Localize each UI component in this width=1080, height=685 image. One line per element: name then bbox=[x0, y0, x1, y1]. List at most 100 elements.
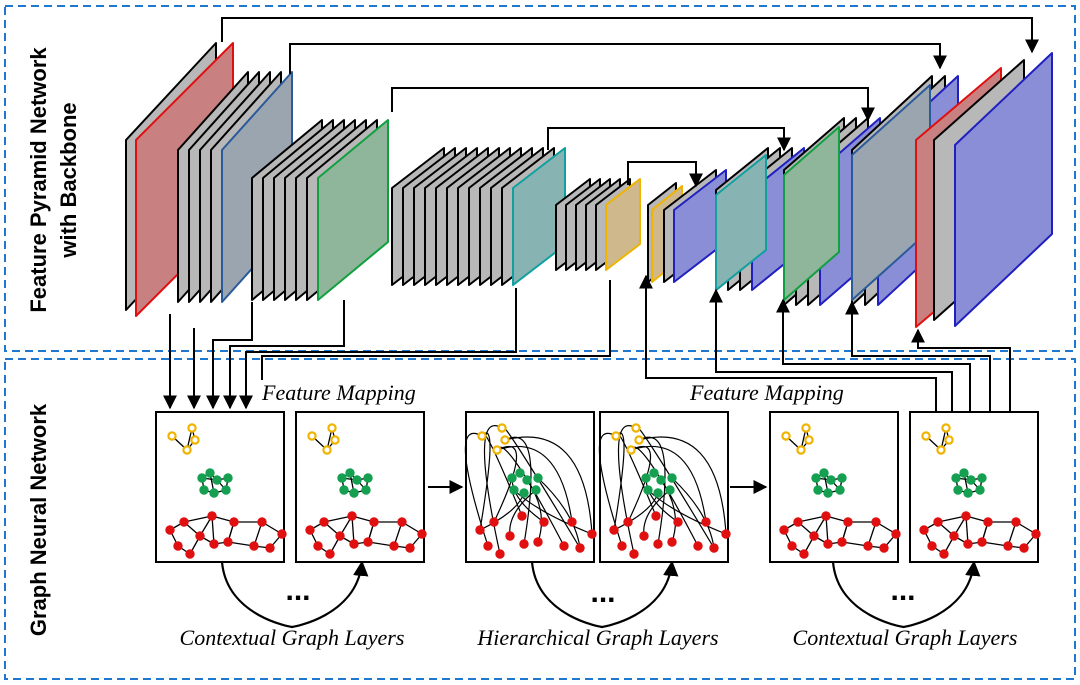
graph-panel-hierarchical-2-yellow-node-3 bbox=[634, 435, 644, 445]
graph-panels bbox=[155, 411, 1041, 563]
mapping-arrow-3 bbox=[206, 302, 253, 410]
graph-panel-contextual-3-red-node-10 bbox=[823, 539, 833, 549]
graph-panel-hierarchical-2-hier-link-5 bbox=[638, 436, 666, 545]
graph-panel-contextual-1-yellow-node-4 bbox=[187, 423, 197, 433]
graph-panel-hierarchical-1-red-node-7 bbox=[575, 543, 585, 553]
graph-panel-hierarchical-1-red-node-13 bbox=[495, 549, 505, 559]
graph-panel-contextual-2-red-node-11 bbox=[335, 531, 345, 541]
connection-arrows bbox=[163, 17, 1039, 629]
graph-panel-contextual-3-red-node-8 bbox=[863, 541, 873, 551]
graph-panel-hierarchical-2-red-node-10 bbox=[653, 539, 663, 549]
ellipsis-middle: ... bbox=[590, 576, 615, 609]
graph-panel-contextual-2-red-node-10 bbox=[349, 539, 359, 549]
graph-panel-contextual-4-red-node-7 bbox=[1019, 543, 1029, 553]
graph-panel-contextual-3-red-node-2 bbox=[793, 517, 803, 527]
graph-panel-hierarchical-1-red-node-11 bbox=[505, 531, 515, 541]
graph-panel-contextual-1-red-node-13 bbox=[185, 549, 195, 559]
graph-panel-hierarchical-2-hier-link-9 bbox=[627, 445, 652, 523]
graph-panel-hierarchical-2-red-node-11 bbox=[639, 531, 649, 541]
graph-panel-hierarchical-1-green-node-3 bbox=[522, 475, 532, 485]
graph-panel-hierarchical-2 bbox=[598, 411, 731, 563]
gnn-region-border bbox=[4, 358, 1076, 680]
graph-panel-contextual-4-red-node-3 bbox=[961, 511, 971, 521]
skip-connection-2 bbox=[289, 43, 947, 74]
graph-panel-contextual-1-green-node-4 bbox=[223, 473, 233, 483]
graph-panel-contextual-4-red-node-9 bbox=[977, 537, 987, 547]
recurrence-loop-right bbox=[831, 560, 981, 629]
mapping-arrow-8 bbox=[709, 288, 953, 412]
graph-panel-contextual-1-yellow-node-3 bbox=[190, 435, 200, 445]
graph-panel-contextual-2-red-node-5 bbox=[397, 517, 407, 527]
graph-panel-contextual-1-red-node-10 bbox=[209, 539, 219, 549]
graph-panel-contextual-1-red-node-7 bbox=[265, 543, 275, 553]
skip-connection-1 bbox=[221, 17, 1039, 54]
graph-panel-contextual-2-green-node-5 bbox=[361, 485, 371, 495]
graph-panel-contextual-4-red-node-5 bbox=[1011, 517, 1021, 527]
skip-connection-5 bbox=[627, 161, 703, 188]
decoder-stage3-teal-layer bbox=[715, 154, 767, 291]
graph-panel-contextual-4-red-node-13 bbox=[939, 549, 949, 559]
graph-panel-contextual-1-green-node-2 bbox=[205, 468, 215, 478]
graph-panel-hierarchical-2-hier-link-3 bbox=[630, 445, 707, 523]
graph-panel-hierarchical-2-hier-green-link-5 bbox=[647, 489, 727, 535]
graph-panel-contextual-3-green-node-4 bbox=[837, 473, 847, 483]
graph-panel-contextual-4-red-node-10 bbox=[963, 539, 973, 549]
graph-panel-contextual-3-red-node-5 bbox=[871, 517, 881, 527]
ellipsis-left: ... bbox=[285, 574, 310, 607]
fpn-title-line1: Feature Pyramid Network bbox=[26, 47, 51, 313]
graph-panel-hierarchical-2-red-node-9 bbox=[667, 537, 677, 547]
graph-panel-hierarchical-1-red-node-4 bbox=[539, 517, 549, 527]
graph-panel-contextual-3-yellow-node-1 bbox=[781, 431, 791, 441]
graph-panel-hierarchical-1-red-node-1 bbox=[475, 525, 485, 535]
graph-panel-hierarchical-2-red-node-4 bbox=[673, 517, 683, 527]
graph-panel-hierarchical-1-green-node-7 bbox=[509, 485, 519, 495]
graph-panel-contextual-3-frame bbox=[769, 411, 899, 563]
graph-panel-contextual-3-green-node-7 bbox=[813, 485, 823, 495]
hierarchical-graph-layers-label: Hierarchical Graph Layers bbox=[476, 625, 718, 650]
graph-panel-contextual-4-green-node-4 bbox=[977, 473, 987, 483]
graph-panel-contextual-3-red-node-12 bbox=[787, 541, 797, 551]
graph-panel-contextual-4-green-node-2 bbox=[959, 468, 969, 478]
graph-panel-contextual-3-yellow-node-2 bbox=[796, 445, 806, 455]
mapping-arrow-5 bbox=[239, 288, 517, 410]
graph-panel-hierarchical-2-green-node-4 bbox=[667, 473, 677, 483]
feature-mapping-right-label: Feature Mapping bbox=[689, 380, 844, 405]
graph-panel-hierarchical-2-hier-green-link-6 bbox=[671, 477, 715, 549]
graph-panel-contextual-1-red-node-9 bbox=[223, 537, 233, 547]
graph-panel-hierarchical-2-green-node-7 bbox=[643, 485, 653, 495]
graph-panel-hierarchical-2-red-node-13 bbox=[629, 549, 639, 559]
graph-panel-contextual-4-red-node-2 bbox=[933, 517, 943, 527]
graph-panel-contextual-2-red-node-7 bbox=[405, 543, 415, 553]
decoder-stage4-green-layer bbox=[783, 126, 840, 301]
graph-panel-contextual-3-red-node-6 bbox=[891, 529, 901, 539]
graph-panel-contextual-4-green-node-7 bbox=[953, 485, 963, 495]
graph-panel-hierarchical-2-red-node-7 bbox=[709, 543, 719, 553]
graph-panel-contextual-4-frame bbox=[909, 411, 1039, 563]
graph-panel-hierarchical-1-hier-link-8 bbox=[464, 432, 489, 547]
graph-panel-contextual-2-red-node-9 bbox=[363, 537, 373, 547]
graph-panel-contextual-4-green-node-1 bbox=[951, 473, 961, 483]
graph-panel-contextual-4-red-node-8 bbox=[1003, 541, 1013, 551]
graph-panel-hierarchical-1 bbox=[464, 411, 597, 563]
graph-panel-hierarchical-2-red-node-5 bbox=[701, 517, 711, 527]
graph-panel-contextual-2-green-node-3 bbox=[352, 475, 362, 485]
graph-panel-contextual-4-green-node-6 bbox=[963, 488, 973, 498]
graph-panel-hierarchical-1-red-node-9 bbox=[533, 537, 543, 547]
graph-panel-hierarchical-1-hier-green-link-6 bbox=[537, 477, 581, 549]
graph-panel-contextual-3-red-node-7 bbox=[879, 543, 889, 553]
graph-panel-contextual-2-red-node-12 bbox=[313, 541, 323, 551]
graph-panel-contextual-1-red-node-12 bbox=[173, 541, 183, 551]
feature-mapping-left-label: Feature Mapping bbox=[261, 380, 416, 405]
graph-panel-contextual-2-green-node-7 bbox=[339, 485, 349, 495]
graph-panel-hierarchical-1-yellow-node-4 bbox=[497, 423, 507, 433]
graph-panel-contextual-1-red-node-5 bbox=[257, 517, 267, 527]
graph-panel-contextual-1-frame bbox=[155, 411, 285, 563]
graph-panel-hierarchical-1-hier-link-5 bbox=[504, 436, 532, 545]
graph-panel-contextual-2 bbox=[295, 411, 427, 563]
contextual-graph-layers-left-label: Contextual Graph Layers bbox=[180, 625, 405, 650]
graph-panel-hierarchical-1-green-node-4 bbox=[533, 473, 543, 483]
graph-panel-hierarchical-1-red-node-6 bbox=[587, 529, 597, 539]
decoder-stage6-blue-layer bbox=[954, 52, 1053, 327]
graph-panel-contextual-4-red-node-1 bbox=[919, 525, 929, 535]
